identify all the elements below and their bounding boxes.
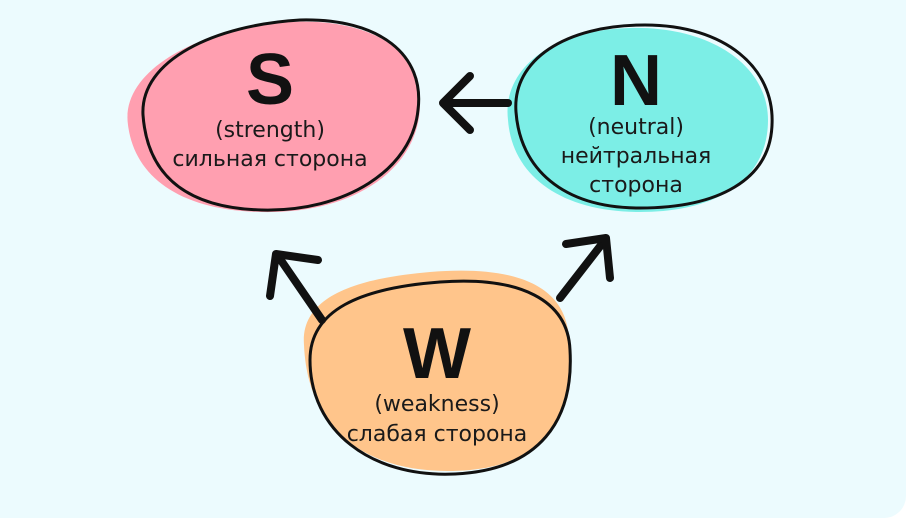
arrow-weakness-to-neutral-shaft [556,236,609,302]
arrow-weakness-to-neutral [556,234,614,302]
weakness-letter: W [403,314,471,394]
arrow-weakness-to-strength [266,250,326,324]
strength-english-label: (strength) [215,118,325,143]
neutral-english-label: (neutral) [588,115,684,140]
node-weakness: W (weakness) слабая сторона [303,270,572,476]
neutral-blob-fill [507,27,768,212]
arrow-weakness-to-strength-shaft [274,252,326,324]
arrow-neutral-to-strength-head [439,72,474,134]
strength-blob-fill [127,21,421,213]
arrow-weakness-to-neutral-head [562,234,614,282]
neutral-russian-label-line2: сторона [589,173,683,198]
weakness-blob-fill [303,270,570,472]
weakness-english-label: (weakness) [374,392,499,417]
node-neutral: N (neutral) нейтральная сторона [507,23,774,212]
arrow-weakness-to-strength-head [266,250,322,300]
node-strength: S (strength) сильная сторона [127,18,421,213]
strength-russian-label: сильная сторона [172,147,367,172]
neutral-letter: N [610,41,662,121]
weakness-russian-label: слабая сторона [347,422,528,447]
strength-blob-outline [141,18,421,212]
neutral-blob-outline [514,23,774,210]
strength-letter: S [246,40,294,120]
neutral-russian-label-line1: нейтральная [561,144,712,169]
weakness-blob-outline [308,279,572,476]
arrow-neutral-to-strength [439,72,512,134]
